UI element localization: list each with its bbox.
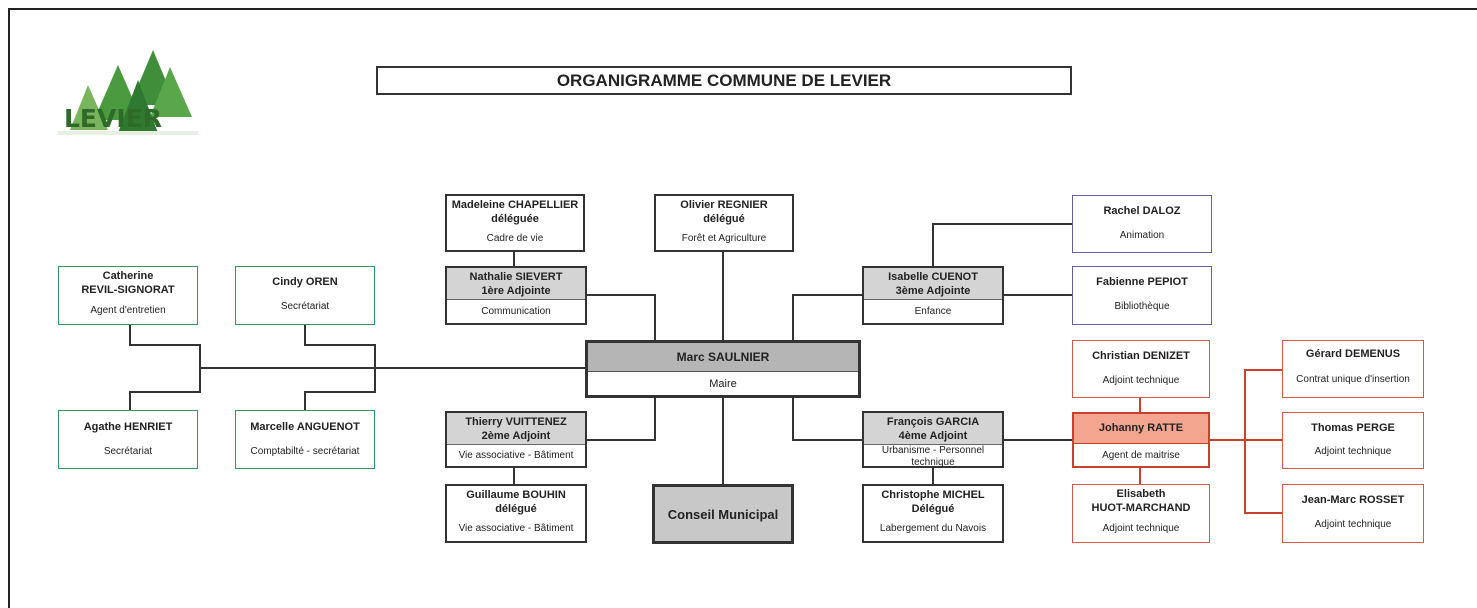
mayor-role: Maire <box>709 378 737 390</box>
person-area: Contrat unique d'insertion <box>1296 373 1410 385</box>
perge-box: Thomas PERGE Adjoint technique <box>1282 412 1424 469</box>
cuenot-box: Isabelle CUENOT 3ème Adjointe Enfance <box>862 266 1004 325</box>
person-area: Cadre de vie <box>486 232 544 244</box>
mayor-box: Marc SAULNIER Maire <box>585 340 861 398</box>
connector-lines <box>129 223 1282 514</box>
person-name: Rachel DALOZ <box>1103 205 1181 217</box>
michel-box: Christophe MICHEL Délégué Labergement du… <box>862 484 1004 543</box>
person-name: François GARCIA <box>886 416 980 428</box>
person-name: Christophe MICHEL <box>881 489 985 501</box>
person-area: Urbanisme - Personnel technique <box>881 445 985 468</box>
person-name: Agathe HENRIET <box>83 421 173 433</box>
sievert-box: Nathalie SIEVERT 1ère Adjointe Communica… <box>445 266 587 325</box>
person-name: Fabienne PEPIOT <box>1096 276 1188 288</box>
person-name: Madeleine CHAPELLIER <box>451 199 579 211</box>
person-name: Marcelle ANGUENOT <box>250 421 360 433</box>
person-area: Vie associative - Bâtiment <box>458 523 574 534</box>
person-role: délégué <box>703 213 745 225</box>
person-name: Johanny RATTE <box>1074 414 1208 444</box>
person-area: Secrétariat <box>103 445 153 457</box>
logo-text: LEVIER <box>64 104 162 133</box>
demenus-box: Gérard DEMENUS Contrat unique d'insertio… <box>1282 340 1424 398</box>
person-name: Guillaume BOUHIN <box>466 489 566 501</box>
revil-box: Catherine REVIL-SIGNORAT Agent d'entreti… <box>58 266 198 325</box>
person-name: Christian DENIZET <box>1092 350 1190 362</box>
person-role: 1ère Adjointe <box>481 285 551 297</box>
page-title: ORGANIGRAMME COMMUNE DE LEVIER <box>376 66 1072 95</box>
person-role: déléguée <box>491 213 539 225</box>
person-area: Secrétariat <box>280 301 330 312</box>
person-area: Agent de maitrise <box>1102 449 1180 461</box>
fir-trees-logo-icon <box>58 50 198 135</box>
page-frame <box>8 8 1477 608</box>
person-name: Isabelle CUENOT <box>888 271 978 283</box>
denizet-box: Christian DENIZET Adjoint technique <box>1072 340 1210 398</box>
person-area: Adjoint technique <box>1102 523 1180 534</box>
person-area: Labergement du Navois <box>879 523 987 534</box>
person-role: 2ème Adjoint <box>481 430 551 442</box>
person-name: Elisabeth <box>1116 488 1166 500</box>
person-role: 3ème Adjointe <box>895 285 971 297</box>
bouhin-box: Guillaume BOUHIN délégué Vie associative… <box>445 484 587 543</box>
garcia-box: François GARCIA 4ème Adjoint Urbanisme -… <box>862 411 1004 468</box>
person-name: Olivier REGNIER <box>680 199 768 211</box>
person-area: Adjoint technique <box>1314 519 1392 530</box>
council-box: Conseil Municipal <box>652 484 794 544</box>
henriet-box: Agathe HENRIET Secrétariat <box>58 410 198 469</box>
vuittenez-box: Thierry VUITTENEZ 2ème Adjoint Vie assoc… <box>445 411 587 468</box>
person-name: Cindy OREN <box>272 276 338 288</box>
pepiot-box: Fabienne PEPIOT Bibliothèque <box>1072 266 1212 325</box>
person-role: délégué <box>495 503 537 515</box>
ratte-box: Johanny RATTE Agent de maitrise <box>1072 412 1210 468</box>
oren-box: Cindy OREN Secrétariat <box>235 266 375 325</box>
person-name: Thierry VUITTENEZ <box>465 416 567 428</box>
person-role: Délégué <box>911 503 955 515</box>
person-name: Thomas PERGE <box>1311 422 1395 434</box>
person-role: 4ème Adjoint <box>898 430 968 442</box>
huot-box: Elisabeth HUOT-MARCHAND Adjoint techniqu… <box>1072 484 1210 543</box>
person-name-line2: HUOT-MARCHAND <box>1091 502 1191 514</box>
anguenot-box: Marcelle ANGUENOT Comptabilté - secrétar… <box>235 410 375 469</box>
person-name-line2: REVIL-SIGNORAT <box>81 284 175 296</box>
person-area: Forêt et Agriculture <box>681 232 767 244</box>
daloz-box: Rachel DALOZ Animation <box>1072 195 1212 253</box>
person-area: Comptabilté - secrétariat <box>250 445 360 457</box>
person-name: Nathalie SIEVERT <box>469 271 563 283</box>
person-area: Communication <box>481 306 551 317</box>
person-area: Agent d'entretien <box>90 305 166 316</box>
person-area: Bibliothèque <box>1114 301 1170 312</box>
person-name: Gérard DEMENUS <box>1305 348 1401 360</box>
chapellier-box: Madeleine CHAPELLIER déléguée Cadre de v… <box>445 194 585 252</box>
regnier-box: Olivier REGNIER délégué Forêt et Agricul… <box>654 194 794 252</box>
person-area: Vie associative - Bâtiment <box>458 450 574 461</box>
person-area: Enfance <box>914 306 952 317</box>
person-area: Adjoint technique <box>1314 446 1392 457</box>
mayor-name: Marc SAULNIER <box>588 343 858 372</box>
person-area: Animation <box>1119 229 1165 241</box>
person-name: Jean-Marc ROSSET <box>1301 494 1405 506</box>
rosset-box: Jean-Marc ROSSET Adjoint technique <box>1282 484 1424 543</box>
person-area: Adjoint technique <box>1102 374 1180 386</box>
person-name: Catherine <box>102 270 154 282</box>
